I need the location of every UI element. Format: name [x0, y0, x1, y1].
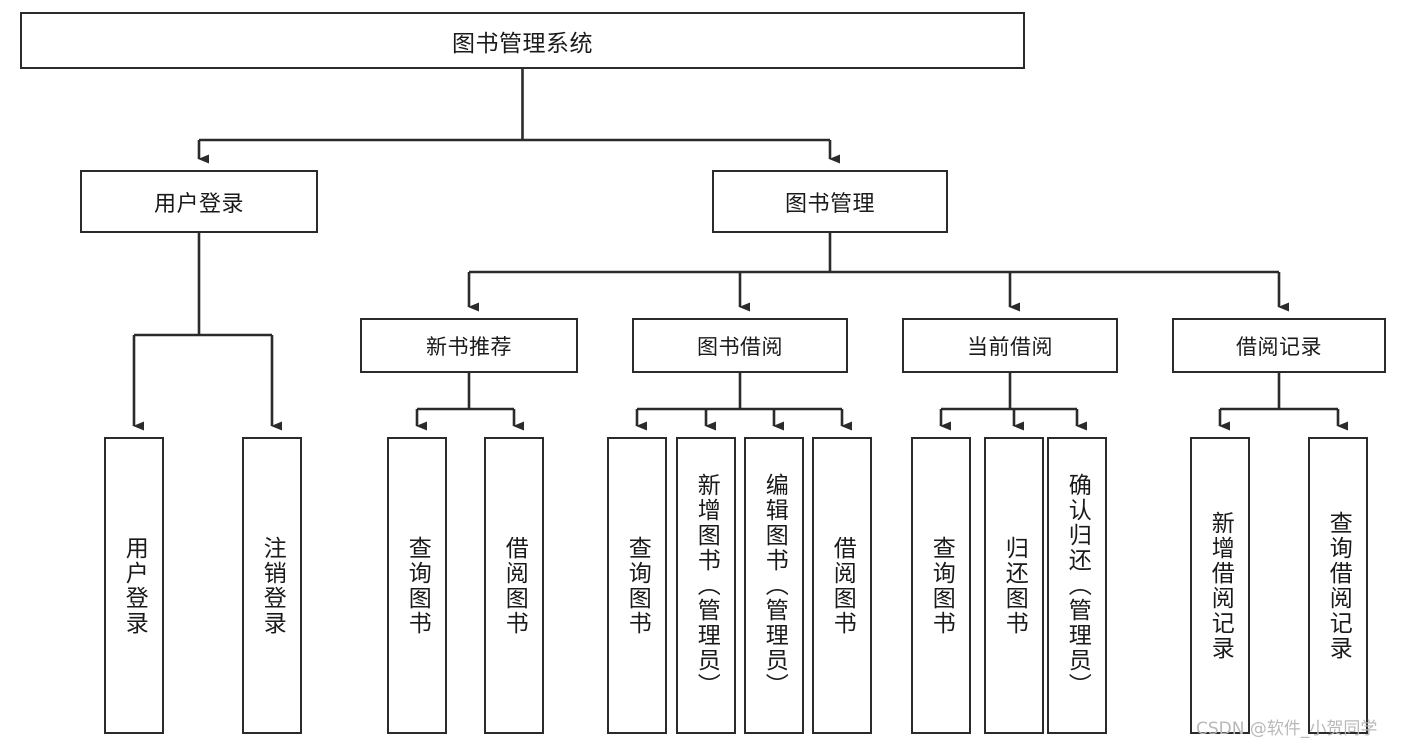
leaf-label-borrow-book-recommend: 借阅图书: [501, 535, 528, 636]
leaf-label-user-login: 用户登录: [121, 535, 148, 636]
leaf-user-login[interactable]: 用户登录: [104, 437, 164, 734]
node-label-book-borrow: 图书借阅: [697, 334, 783, 359]
leaf-query-book[interactable]: 查询图书: [607, 437, 667, 734]
leaf-borrow-book-recommend[interactable]: 借阅图书: [484, 437, 544, 734]
leaf-label-confirm-return-admin: 确认归还（管理员）: [1064, 473, 1091, 698]
node-new-book-recommend[interactable]: 新书推荐: [360, 318, 578, 373]
leaf-label-logout: 注销登录: [259, 535, 286, 636]
node-label-borrow-record: 借阅记录: [1236, 334, 1322, 359]
leaf-label-add-book-admin: 新增图书（管理员）: [693, 473, 720, 698]
leaf-label-query-book-recommend: 查询图书: [404, 535, 431, 636]
leaf-logout[interactable]: 注销登录: [242, 437, 302, 734]
leaf-label-edit-book-admin: 编辑图书（管理员）: [761, 473, 788, 698]
leaf-label-query-book-current: 查询图书: [928, 535, 955, 636]
leaf-borrow-book[interactable]: 借阅图书: [812, 437, 872, 734]
node-label-user-login-group: 用户登录: [153, 191, 244, 217]
leaf-confirm-return-admin[interactable]: 确认归还（管理员）: [1047, 437, 1107, 734]
node-label-root: 图书管理系统: [452, 30, 593, 57]
node-label-new-book-recommend: 新书推荐: [426, 334, 512, 359]
node-label-current-borrow: 当前借阅: [967, 334, 1053, 359]
node-user-login-group[interactable]: 用户登录: [80, 170, 318, 233]
leaf-query-book-current[interactable]: 查询图书: [911, 437, 971, 734]
leaf-label-query-borrow-record: 查询借阅记录: [1325, 510, 1352, 661]
leaf-add-borrow-record[interactable]: 新增借阅记录: [1190, 437, 1250, 734]
node-book-borrow[interactable]: 图书借阅: [632, 318, 848, 373]
leaf-label-query-book: 查询图书: [624, 535, 651, 636]
leaf-query-book-recommend[interactable]: 查询图书: [387, 437, 447, 734]
leaf-label-add-borrow-record: 新增借阅记录: [1207, 510, 1234, 661]
node-book-management-group[interactable]: 图书管理: [712, 170, 948, 233]
leaf-edit-book-admin[interactable]: 编辑图书（管理员）: [744, 437, 804, 734]
leaf-add-book-admin[interactable]: 新增图书（管理员）: [676, 437, 736, 734]
node-current-borrow[interactable]: 当前借阅: [902, 318, 1118, 373]
leaf-label-borrow-book: 借阅图书: [829, 535, 856, 636]
leaf-query-borrow-record[interactable]: 查询借阅记录: [1308, 437, 1368, 734]
leaf-label-return-book: 归还图书: [1001, 535, 1028, 636]
leaf-return-book[interactable]: 归还图书: [984, 437, 1044, 734]
node-borrow-record[interactable]: 借阅记录: [1172, 318, 1386, 373]
node-root[interactable]: 图书管理系统: [20, 12, 1025, 69]
node-label-book-management-group: 图书管理: [784, 191, 875, 217]
